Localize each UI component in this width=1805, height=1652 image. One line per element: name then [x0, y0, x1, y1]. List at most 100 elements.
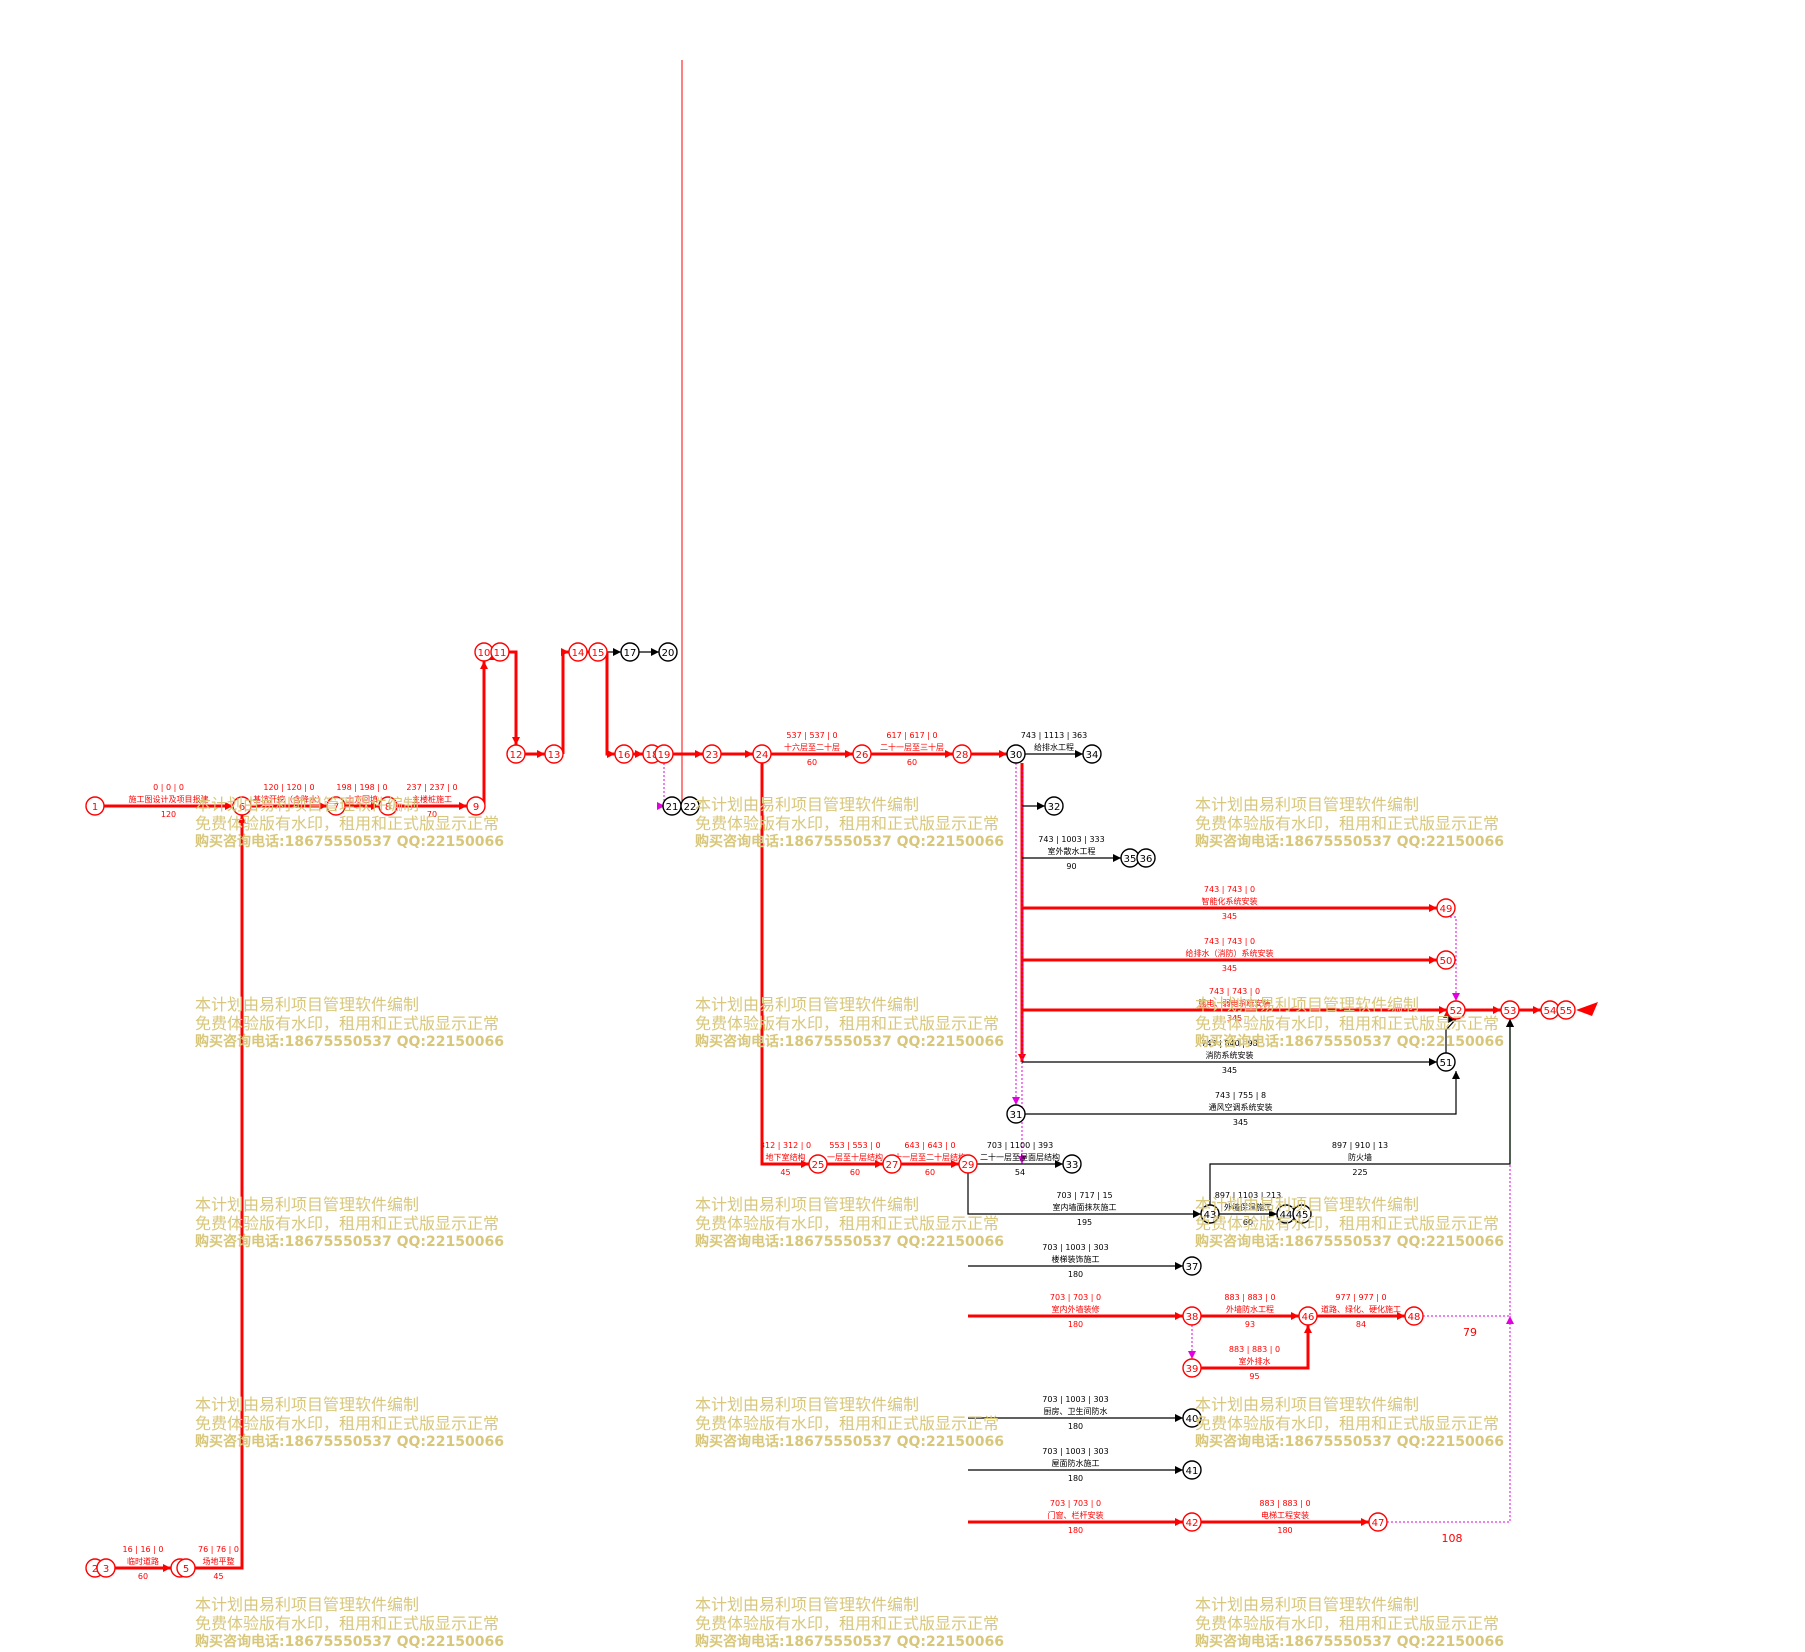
arrow-head — [1175, 1414, 1183, 1422]
event-node — [882, 1154, 902, 1174]
activity-arrow — [760, 763, 809, 1166]
node-number: 3 — [103, 1564, 109, 1575]
arrow-head — [371, 802, 379, 810]
event-node — [1368, 1512, 1388, 1532]
activity-name: 临时道路 — [127, 1556, 159, 1566]
event-node — [1044, 796, 1064, 816]
arrow-head — [801, 1160, 809, 1168]
node-number: 42 — [1186, 1518, 1199, 1529]
activity-params: 703 | 1003 | 303 — [1042, 1243, 1108, 1252]
node-number: 8 — [385, 802, 391, 813]
activity-name: 外墙防水工程 — [1226, 1304, 1274, 1314]
event-node — [1062, 1154, 1082, 1174]
event-node — [506, 744, 526, 764]
activity-params: 312 | 312 | 0 — [760, 1141, 811, 1150]
activity-name: 强电、弱电系统安装 — [1199, 998, 1271, 1008]
node-number: 50 — [1440, 956, 1453, 967]
activity-arrow — [1201, 1325, 1310, 1370]
arrow-head — [1533, 1006, 1541, 1014]
activity-params: 16 | 16 | 0 — [122, 1545, 163, 1554]
arrow-head — [225, 802, 233, 810]
event-node — [85, 796, 105, 816]
activity-params: 537 | 537 | 0 — [786, 731, 837, 740]
node-number: 53 — [1504, 1006, 1517, 1017]
activity-duration: 180 — [1068, 1320, 1083, 1329]
arrow-head — [1304, 1325, 1312, 1333]
node-number: 34 — [1086, 750, 1099, 761]
activity-duration: 45 — [213, 1572, 223, 1581]
arrow-head — [1439, 1006, 1447, 1014]
node-number: 26 — [856, 750, 869, 761]
event-node — [1446, 1000, 1466, 1020]
event-node — [1200, 1204, 1220, 1224]
activity-duration: 345 — [1227, 1014, 1242, 1023]
event-node — [588, 642, 608, 662]
node-number: 24 — [756, 750, 769, 761]
event-node — [326, 796, 346, 816]
activity-name: 十六层至二十层 — [784, 742, 840, 752]
event-node — [1436, 950, 1456, 970]
arrow-head — [1055, 1160, 1063, 1168]
activity-params: 703 | 1003 | 303 — [1042, 1395, 1108, 1404]
event-node — [1436, 898, 1456, 918]
activity-duration: 84 — [1356, 1320, 1366, 1329]
arrow-head — [1113, 854, 1121, 862]
arrow-head — [613, 648, 621, 656]
event-node — [680, 796, 700, 816]
activity-duration: 345 — [1222, 964, 1237, 973]
virtual-link — [1423, 1019, 1511, 1317]
arrow-head — [1361, 1518, 1369, 1526]
sequence-line — [605, 652, 615, 756]
event-node — [176, 1558, 196, 1578]
activity-duration: 345 — [1222, 912, 1237, 921]
activity-name: 基坑开挖（含降水） — [253, 794, 325, 804]
arrow-head — [1493, 1006, 1501, 1014]
sequence-line — [1445, 1018, 1457, 1053]
activity-name: 智能化系统安装 — [1202, 896, 1258, 906]
activity-params: 743 | 1113 | 363 — [1021, 731, 1087, 740]
activity-params: 703 | 1003 | 303 — [1042, 1447, 1108, 1456]
arrow-head — [1175, 1262, 1183, 1270]
arrow-head — [1175, 1518, 1183, 1526]
node-number: 47 — [1372, 1518, 1385, 1529]
activity-duration: 180 — [1277, 1526, 1292, 1535]
node-number: 55 — [1560, 1006, 1573, 1017]
node-number: 2 — [92, 1564, 98, 1575]
node-number: 20 — [662, 648, 675, 659]
sequence-line — [482, 661, 486, 808]
node-number: 46 — [1302, 1312, 1315, 1323]
activity-arrow — [967, 1173, 1201, 1215]
activity-name: 室外排水 — [1239, 1356, 1271, 1366]
node-number: 51 — [1440, 1058, 1453, 1069]
arrow-head — [1175, 1466, 1183, 1474]
virtual-arrow — [1018, 1156, 1026, 1164]
event-node — [1182, 1460, 1202, 1480]
activity-params: 703 | 703 | 0 — [1050, 1499, 1101, 1508]
activity-params: 617 | 617 | 0 — [886, 731, 937, 740]
arrow-head — [951, 1160, 959, 1168]
activity-name: 道路、绿化、硬化施工 — [1321, 1304, 1401, 1314]
arrow-head — [459, 802, 467, 810]
arrow-head — [163, 1564, 171, 1572]
activity-name: 室内外墙装修 — [1052, 1304, 1100, 1314]
activity-duration: 60 — [807, 758, 817, 767]
event-node — [1292, 1204, 1312, 1224]
node-number: 10 — [478, 648, 491, 659]
node-number: 30 — [1010, 750, 1023, 761]
activity-duration: 195 — [1077, 1218, 1092, 1227]
event-node — [490, 642, 510, 662]
activity-name: 外墙保温施工 — [1224, 1202, 1272, 1212]
activity-name: 二十一层至屋面层结构 — [980, 1152, 1060, 1162]
node-number: 25 — [812, 1160, 825, 1171]
activity-duration: 180 — [1068, 1474, 1083, 1483]
activity-name: 楼梯装饰施工 — [1052, 1254, 1100, 1264]
event-node — [702, 744, 722, 764]
activity-name: 二十一层至三十层 — [880, 742, 944, 752]
event-node — [1006, 744, 1026, 764]
activity-name: 地下室结构 — [766, 1152, 806, 1162]
arrow-head — [1429, 904, 1437, 912]
activity-params: 703 | 1100 | 393 — [987, 1141, 1053, 1150]
node-number: 32 — [1048, 802, 1061, 813]
node-number: 39 — [1186, 1364, 1199, 1375]
activity-duration: 70 — [427, 810, 437, 819]
